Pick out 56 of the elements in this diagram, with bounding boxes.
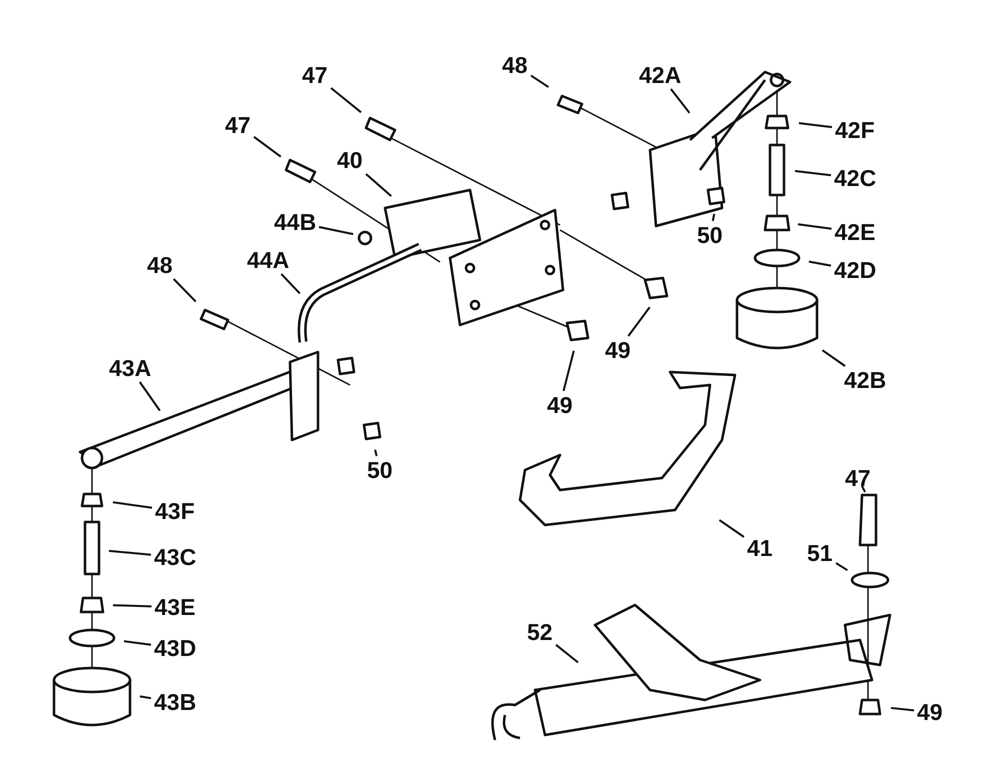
callout-number: 42A	[639, 62, 682, 88]
callout-number: 43B	[154, 689, 196, 715]
callout-number: 47	[302, 62, 328, 88]
callout-number: 43E	[154, 594, 196, 620]
leader-line	[330, 87, 362, 114]
leader-line	[890, 706, 914, 712]
callout-number: 43A	[109, 355, 152, 381]
callout-number: 43F	[155, 498, 195, 524]
callout-number: 52	[527, 619, 553, 645]
callout-number: 44B	[274, 209, 316, 235]
callout-number: 43C	[154, 544, 196, 570]
leader-line	[318, 226, 354, 236]
callout-number: 42D	[834, 257, 876, 283]
leader-line	[718, 519, 745, 538]
callout-number: 51	[807, 540, 833, 566]
callout-number: 47	[845, 465, 871, 491]
leader-line	[555, 644, 579, 664]
leader-line	[530, 74, 550, 88]
leader-line	[124, 640, 152, 646]
callout-number: 44A	[247, 247, 290, 273]
leader-line	[861, 486, 866, 492]
callout-number: 40	[337, 147, 363, 173]
leader-line	[798, 122, 832, 128]
leader-line	[112, 604, 152, 608]
leader-line	[374, 450, 378, 456]
leader-line	[253, 136, 282, 158]
leader-line	[108, 550, 152, 556]
leader-line	[628, 306, 650, 337]
leader-line	[280, 273, 301, 294]
callout-number: 50	[697, 222, 723, 248]
callout-number: 48	[147, 252, 173, 278]
leader-line	[138, 381, 161, 412]
leader-line	[140, 695, 152, 700]
callout-number: 48	[502, 52, 528, 78]
leader-line	[172, 278, 196, 302]
callout-number: 42B	[844, 367, 886, 393]
leader-line	[794, 170, 832, 176]
leader-line	[562, 350, 575, 392]
leader-line	[365, 173, 392, 197]
callout-number: 50	[367, 457, 393, 483]
callout-number: 47	[225, 112, 251, 138]
callout-number: 43D	[154, 635, 196, 661]
callout-number: 42F	[835, 117, 875, 143]
leader-line	[835, 562, 848, 572]
leader-line	[822, 349, 846, 367]
leader-line	[808, 260, 832, 267]
leader-line	[670, 88, 690, 114]
leader-line	[798, 223, 832, 230]
callout-number: 41	[747, 535, 773, 561]
leader-line	[712, 214, 716, 222]
leader-line	[112, 501, 152, 509]
callout-number: 42E	[834, 219, 876, 245]
callout-number: 49	[605, 337, 631, 363]
callout-number: 49	[917, 699, 943, 725]
callout-number: 49	[547, 392, 573, 418]
callout-number: 42C	[834, 165, 876, 191]
